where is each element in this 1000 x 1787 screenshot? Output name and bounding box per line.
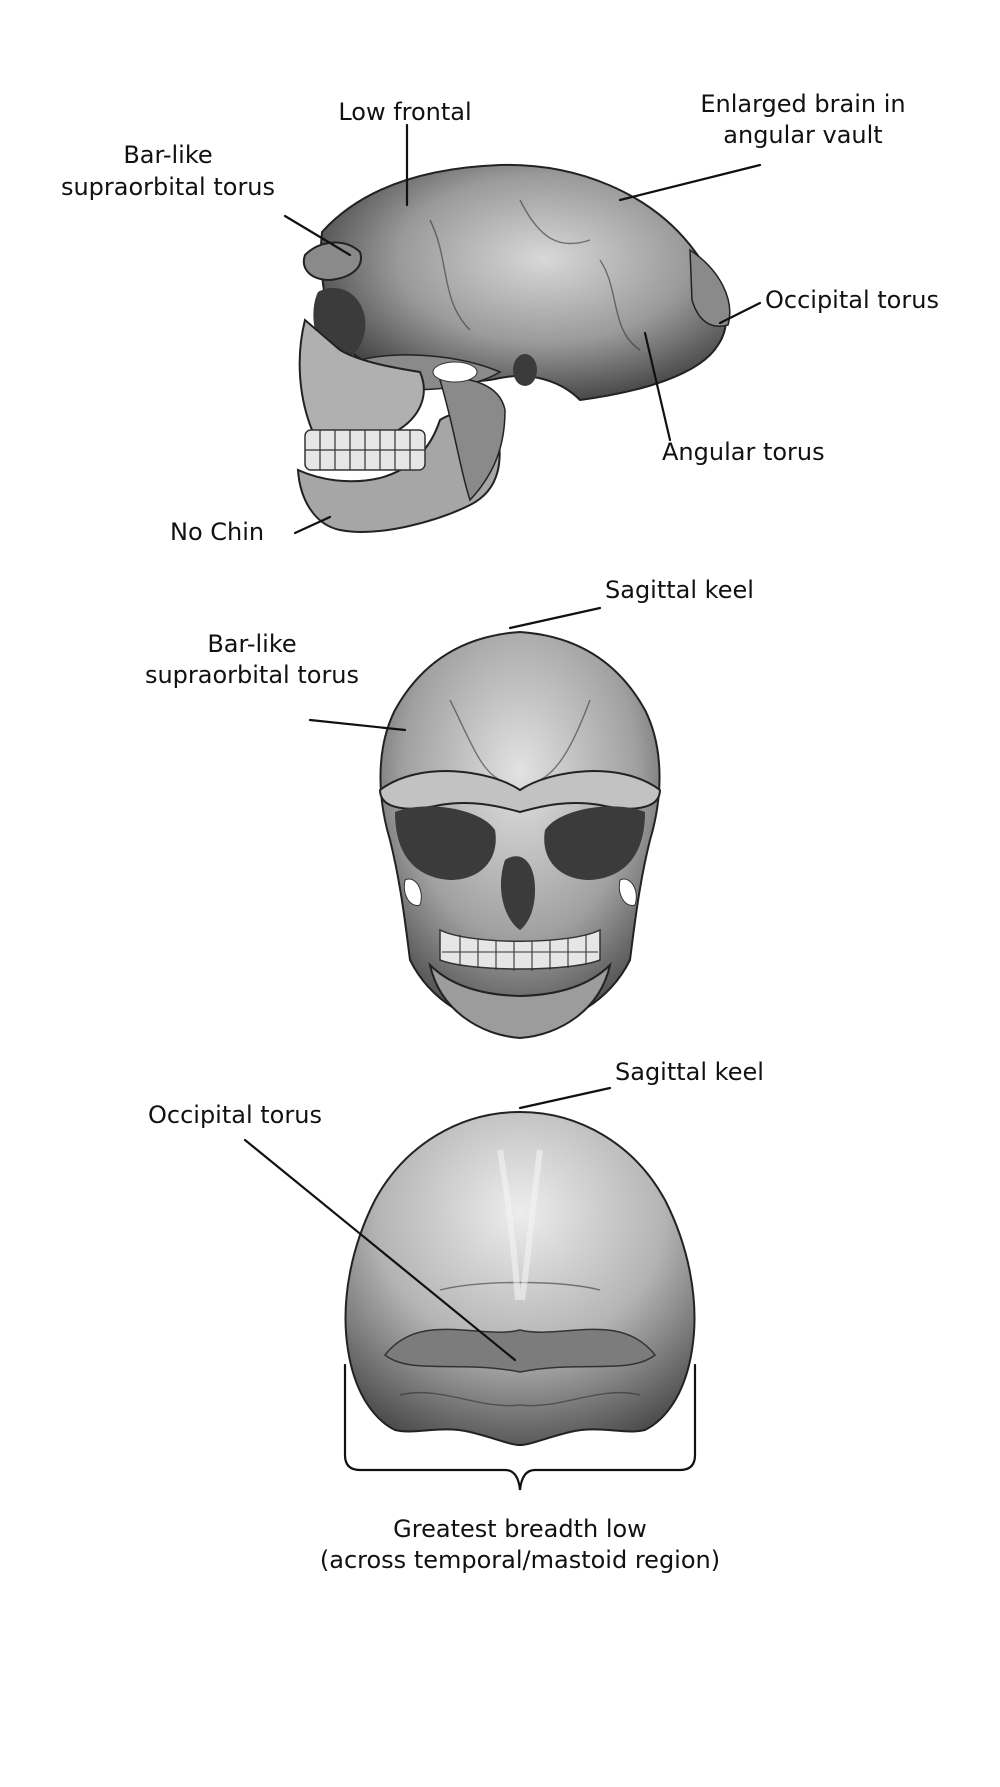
label-occipital-torus-lateral: Occipital torus [765,286,939,314]
breadth-bracket [343,1363,697,1491]
lateral-skull-drawing [296,163,731,533]
posterior-skull-drawing [344,1110,696,1447]
leader-occipital-lateral [718,301,762,325]
label-breadth-line2: (across temporal/mastoid region) [320,1546,720,1574]
leader-enlarged-brain [618,163,762,202]
label-low-frontal: Low frontal [338,98,471,126]
leader-supraorbital-frontal [308,718,407,732]
leader-occipital-torus-posterior [243,1138,517,1362]
label-occipital-torus-posterior: Occipital torus [148,1101,322,1129]
label-sagittal-keel-posterior: Sagittal keel [615,1058,764,1086]
leader-no-chin [293,515,332,535]
leader-sagittal-keel-frontal [508,606,602,630]
frontal-skull-drawing [378,630,662,1040]
label-angular-torus: Angular torus [662,438,825,466]
leader-angular-torus [643,331,672,442]
leader-sagittal-keel-posterior [518,1086,612,1110]
label-enlarged-brain-line2: angular vault [723,121,882,149]
label-no-chin: No Chin [170,518,264,546]
label-supraorbital-lateral-line1: Bar-like [123,141,212,169]
label-breadth-line1: Greatest breadth low [393,1515,647,1543]
label-enlarged-brain-line1: Enlarged brain in [700,90,905,118]
label-supraorbital-frontal-line2: supraorbital torus [145,661,359,689]
leader-supraorbital-lateral [283,214,352,257]
label-supraorbital-frontal-line1: Bar-like [207,630,296,658]
label-sagittal-keel-frontal: Sagittal keel [605,576,754,604]
label-supraorbital-lateral-line2: supraorbital torus [61,173,275,201]
